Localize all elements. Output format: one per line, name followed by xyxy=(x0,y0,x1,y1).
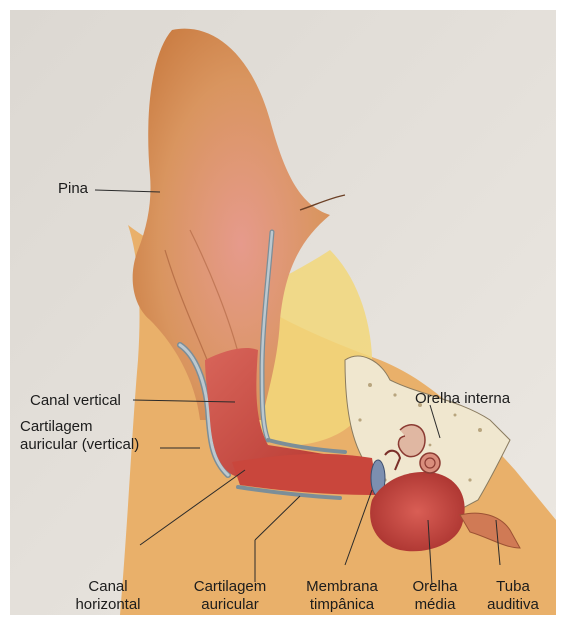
label-tuba-auditiva: Tuba auditiva xyxy=(478,578,548,614)
label-cartilagem-auricular-line1: Cartilagem xyxy=(180,578,280,596)
label-orelha-media-line1: Orelha xyxy=(400,578,470,596)
label-orelha-media: Orelha média xyxy=(400,578,470,614)
label-canal-horizontal-line1: Canal xyxy=(68,578,148,596)
label-orelha-media-line2: média xyxy=(400,596,470,614)
label-cartilagem-vertical-line2: auricular (vertical) xyxy=(20,436,139,454)
label-cartilagem-auricular-line2: auricular xyxy=(180,596,280,614)
label-canal-horizontal-line2: horizontal xyxy=(68,596,148,614)
label-membrana-timpanica-line1: Membrana xyxy=(292,578,392,596)
label-orelha-interna: Orelha interna xyxy=(415,390,510,408)
label-membrana-timpanica: Membrana timpânica xyxy=(292,578,392,614)
label-canal-vertical: Canal vertical xyxy=(30,392,121,410)
label-tuba-auditiva-line1: Tuba xyxy=(478,578,548,596)
label-cartilagem-vertical: Cartilagem auricular (vertical) xyxy=(20,418,139,454)
label-canal-horizontal: Canal horizontal xyxy=(68,578,148,614)
label-cartilagem-auricular: Cartilagem auricular xyxy=(180,578,280,614)
label-tuba-auditiva-line2: auditiva xyxy=(478,596,548,614)
label-cartilagem-vertical-line1: Cartilagem xyxy=(20,418,139,436)
label-membrana-timpanica-line2: timpânica xyxy=(292,596,392,614)
label-pina: Pina xyxy=(58,180,88,198)
